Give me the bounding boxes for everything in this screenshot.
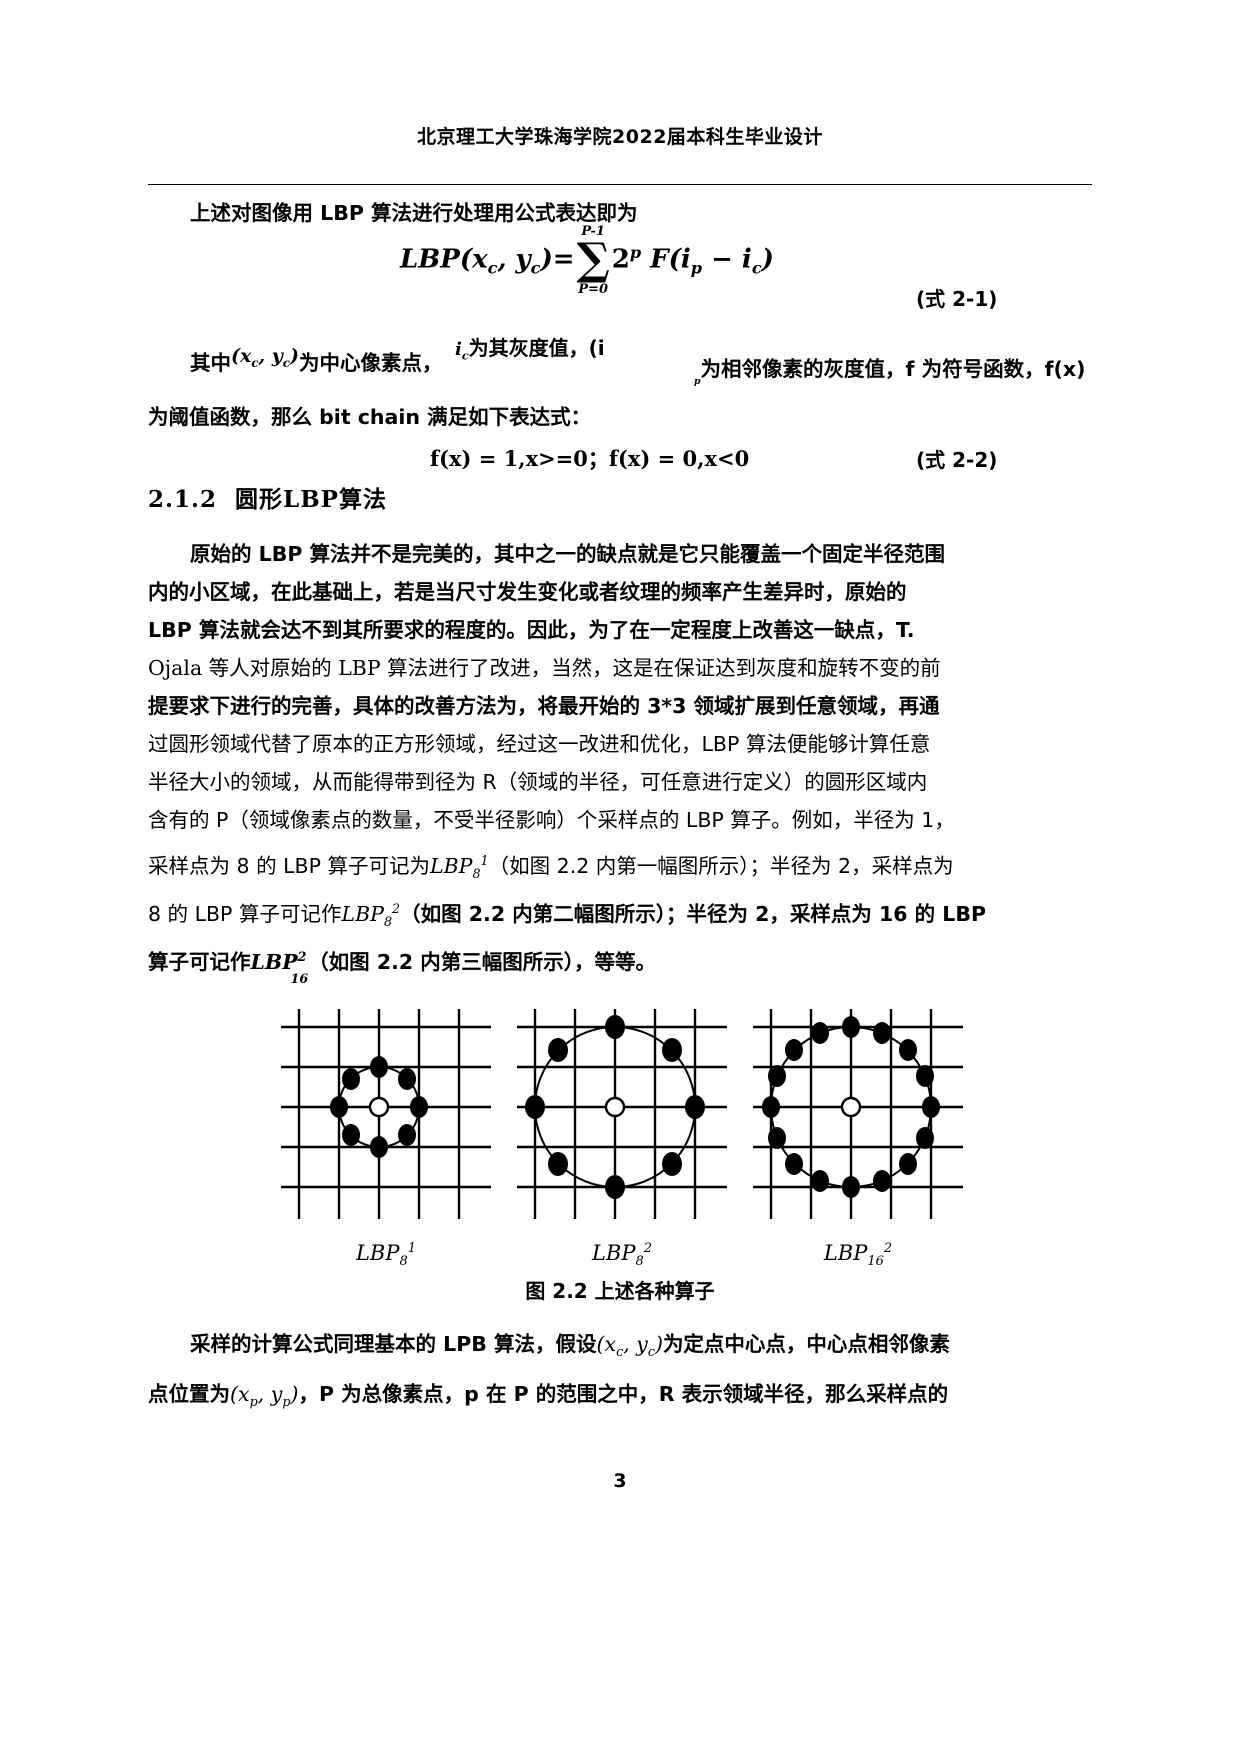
explanation-ip-fragment: p为相邻像素的灰度值，f 为符号函数，f(x) — [694, 357, 1086, 387]
lbp-8-2-diagram — [513, 1005, 731, 1225]
running-header: 北京理工大学珠海学院2022届本科生毕业设计 — [417, 126, 823, 148]
section-title: 圆形LBP算法 — [235, 486, 387, 513]
figure-label-2: LBP82 — [591, 1241, 653, 1270]
body-line-6: 过圆形领域代替了原本的正方形领域，经过这一改进和优化，LBP 算法便能够计算任意 — [148, 732, 931, 756]
figure-panels — [272, 1005, 972, 1225]
explanation-line-2: 为阈值函数，那么 bit chain 满足如下表达式： — [148, 405, 592, 429]
equation-2-1-label: (式 2-1) — [916, 287, 998, 311]
header-divider — [148, 184, 1092, 185]
figure-2-2: LBP81 LBP82 LBP162 — [272, 1005, 972, 1269]
body-line-2: 内的小区域，在此基础上，若是当尺寸发生变化或者纹理的频率产生差异时，原始的 — [148, 580, 907, 604]
closing-line-1: 采样的计算公式同理基本的 LPB 算法，假设(xc, yc)为定点中心点，中心点… — [190, 1332, 950, 1360]
body-line-1: 原始的 LBP 算法并不是完美的，其中之一的缺点就是它只能覆盖一个固定半径范围 — [190, 542, 945, 566]
lbp-16-2-diagram — [749, 1005, 967, 1225]
summation-symbol: P-1∑P=0 — [576, 224, 610, 297]
body-line-5: 提要求下进行的完善，具体的改善方法为，将最开始的 3*3 领域扩展到任意领域，再… — [148, 694, 940, 718]
closing-line-2: 点位置为(xp, yp)，P 为总像素点，p 在 P 的范围之中，R 表示领域半… — [148, 1382, 949, 1410]
body-line-9: 采样点为 8 的 LBP 算子可记为LBP81（如图 2.2 内第一幅图所示）；… — [148, 853, 954, 881]
body-line-8: 含有的 P（领域像素点的数量，不受半径影响）个采样点的 LBP 算子。例如，半径… — [148, 808, 955, 832]
body-line-3: LBP 算法就会达不到其所要求的程度的。因此，为了在一定程度上改善这一缺点，T. — [148, 618, 915, 642]
figure-caption: 图 2.2 上述各种算子 — [525, 1279, 715, 1303]
intro-lead-text: 上述对图像用 LBP 算法进行处理用公式表达即为 — [190, 201, 638, 225]
body-line-4: Ojala 等人对原始的 LBP 算法进行了改进，当然，这是在保证达到灰度和旋转… — [148, 656, 941, 680]
body-line-7: 半径大小的领域，从而能得带到径为 R（领域的半径，可任意进行定义）的圆形区域内 — [148, 770, 928, 794]
figure-label-1: LBP81 — [355, 1241, 417, 1270]
body-line-10: 8 的 LBP 算子可记作LBP82（如图 2.2 内第二幅图所示）；半径为 2… — [148, 901, 987, 929]
explanation-line-1: 其中(xc, yc)为中心像素点， — [190, 345, 443, 375]
explanation-ic-fragment: ic为其灰度值，(i — [455, 336, 605, 363]
equation-2-2: f(x) = 1,x>=0；f(x) = 0,x<0 — [430, 446, 750, 471]
body-line-11: 算子可记作LBP216（如图 2.2 内第三幅图所示），等等。 — [148, 949, 657, 986]
section-heading: 2.1.2 圆形LBP算法 — [148, 480, 387, 514]
page-number: 3 — [613, 1470, 627, 1492]
lbp-8-1-diagram — [277, 1005, 495, 1225]
section-number: 2.1.2 — [148, 486, 218, 513]
figure-label-3: LBP162 — [823, 1241, 893, 1270]
figure-panel-labels: LBP81 LBP82 LBP162 — [272, 1241, 972, 1269]
equation-2-2-label: (式 2-2) — [916, 448, 998, 472]
